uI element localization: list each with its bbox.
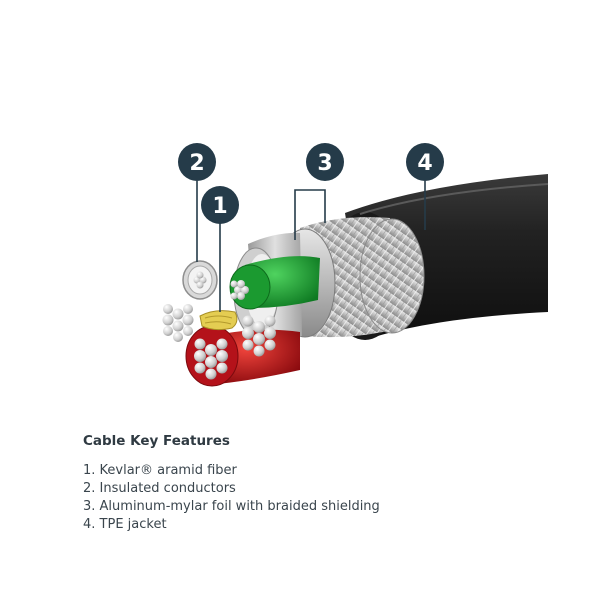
callout-3-number: 3	[317, 151, 332, 176]
feature-item-shielding: 3. Aluminum-mylar foil with braided shie…	[83, 499, 380, 514]
callout-2-number: 2	[189, 151, 204, 176]
callout-2: 2	[178, 143, 216, 181]
feature-item-jacket: 4. TPE jacket	[83, 517, 167, 532]
bare-wire-bundle-left	[162, 304, 194, 342]
features-list: 1. Kevlar® aramid fiber 2. Insulated con…	[83, 462, 563, 534]
green-conductor	[229, 256, 320, 310]
leader-line-3	[294, 189, 326, 240]
callout-4-number: 4	[417, 151, 432, 176]
leader-lines	[196, 181, 426, 312]
small-conductor-bundle	[182, 260, 218, 300]
feature-item-conductors: 2. Insulated conductors	[83, 481, 236, 496]
kevlar-fiber	[199, 310, 238, 331]
features-title: Cable Key Features	[83, 433, 230, 449]
cable-diagram: 2 1 3 4	[162, 143, 549, 387]
callout-1-number: 1	[212, 194, 227, 219]
callout-3: 3	[306, 143, 344, 181]
bare-wire-bundle-center	[242, 315, 276, 357]
green-conductor-wires	[230, 280, 249, 300]
feature-item-kevlar: 1. Kevlar® aramid fiber	[83, 463, 237, 478]
cable-key-features: Cable Key Features 1. Kevlar® aramid fib…	[83, 433, 563, 534]
callout-4: 4	[406, 143, 444, 181]
callout-1: 1	[201, 186, 239, 224]
bare-wire-bundle-bottom	[194, 338, 228, 380]
